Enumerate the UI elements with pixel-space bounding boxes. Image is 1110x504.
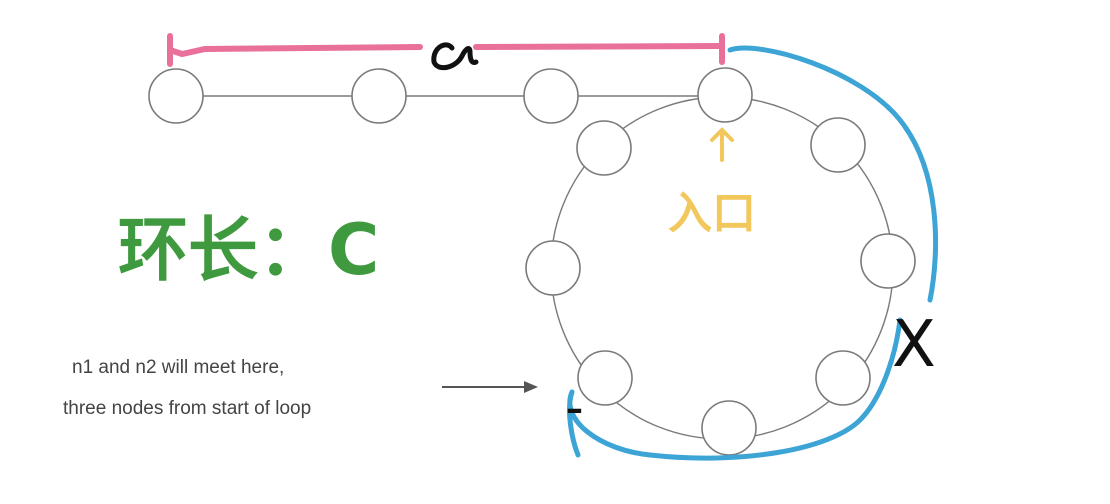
loop-node xyxy=(525,240,581,296)
list-node-3 xyxy=(523,68,579,124)
blue-travel-path xyxy=(567,45,939,461)
a-letter-glyph xyxy=(431,42,479,71)
caption-line-2: three nodes from start of loop xyxy=(63,398,311,419)
a-distance-bracket xyxy=(167,33,725,67)
list-node-2 xyxy=(351,68,407,124)
loop-node xyxy=(701,400,757,456)
loop-meeting-node xyxy=(577,350,633,406)
entrance-arrow xyxy=(710,127,734,162)
loop-node xyxy=(576,120,632,176)
loop-node xyxy=(860,233,916,289)
loop-length-label: 环长：C xyxy=(118,209,379,291)
caption-arrow xyxy=(442,381,538,393)
meeting-dash-mark: – xyxy=(566,389,583,429)
loop-node xyxy=(810,117,866,173)
loop-entrance-node xyxy=(697,67,753,123)
list-node-1 xyxy=(148,68,204,124)
x-label: X xyxy=(892,308,936,382)
entrance-label: 入口 xyxy=(668,188,756,239)
caption-line-1: n1 and n2 will meet here, xyxy=(72,357,284,378)
loop-node xyxy=(815,350,871,406)
